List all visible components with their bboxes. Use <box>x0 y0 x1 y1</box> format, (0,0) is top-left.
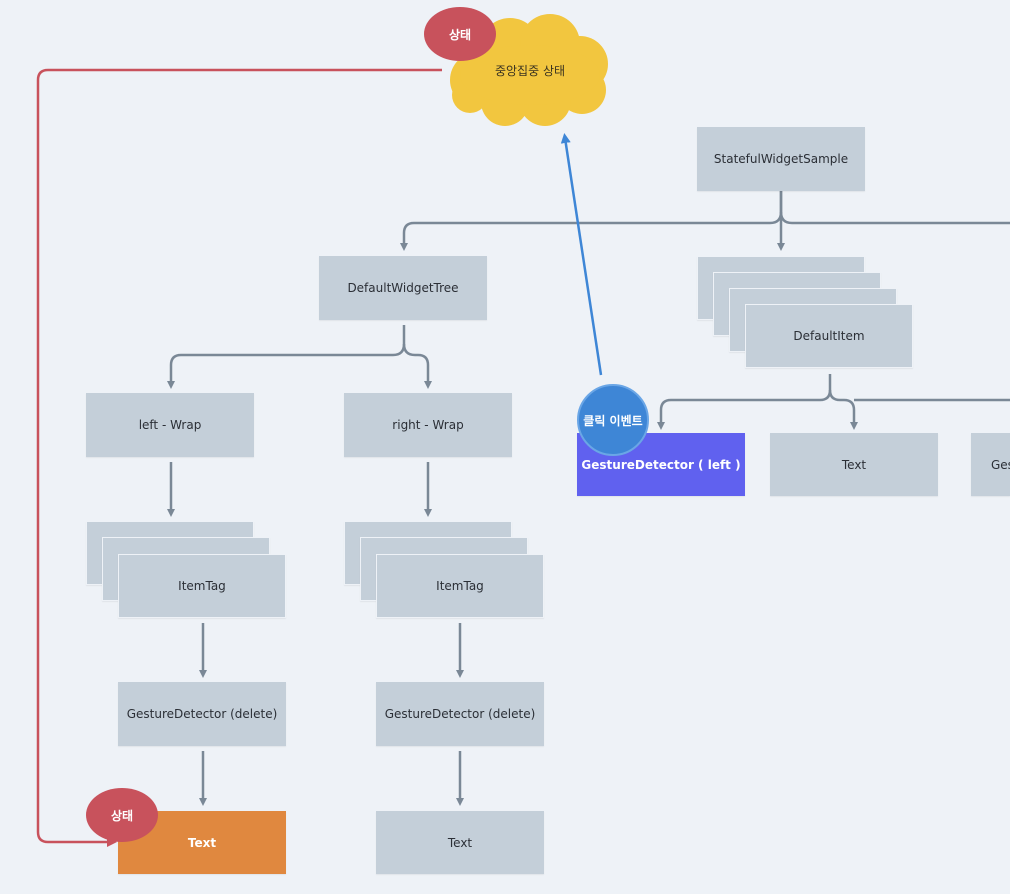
node-gesture-delete-left[interactable]: GestureDetector (delete) <box>118 682 286 746</box>
node-default-item[interactable]: DefaultItem <box>745 304 913 368</box>
central-state-cloud[interactable]: 중앙집중 상태 <box>494 63 566 78</box>
state-badge-top: 상태 <box>424 7 496 61</box>
node-stateful-widget-sample[interactable]: StatefulWidgetSample <box>697 127 865 191</box>
node-gesture-detector-cut[interactable]: Ges <box>971 433 1010 496</box>
node-right-wrap[interactable]: right - Wrap <box>344 393 512 457</box>
node-text-right[interactable]: Text <box>376 811 544 874</box>
node-text-middle[interactable]: Text <box>770 433 938 496</box>
click-event-badge: 클릭 이벤트 <box>577 384 649 456</box>
node-item-tag-left[interactable]: ItemTag <box>118 554 286 618</box>
node-gesture-delete-right[interactable]: GestureDetector (delete) <box>376 682 544 746</box>
node-left-wrap[interactable]: left - Wrap <box>86 393 254 457</box>
connector-item-mid <box>828 389 858 430</box>
event-flow-arrow <box>560 133 603 376</box>
state-flow-arrow <box>36 68 442 847</box>
connector-tree-right <box>402 343 432 389</box>
state-badge-bottom: 상태 <box>86 788 158 842</box>
node-default-widget-tree[interactable]: DefaultWidgetTree <box>319 256 487 320</box>
connector-stateful-branch <box>400 191 783 251</box>
cloud-shape <box>450 14 608 126</box>
connector-tree-left <box>167 325 406 389</box>
node-item-tag-right[interactable]: ItemTag <box>376 554 544 618</box>
connector-stateful-right <box>779 211 1010 225</box>
connector-item-left <box>657 374 832 430</box>
node-gesture-detector-left[interactable]: GestureDetector ( left ) <box>577 433 745 496</box>
